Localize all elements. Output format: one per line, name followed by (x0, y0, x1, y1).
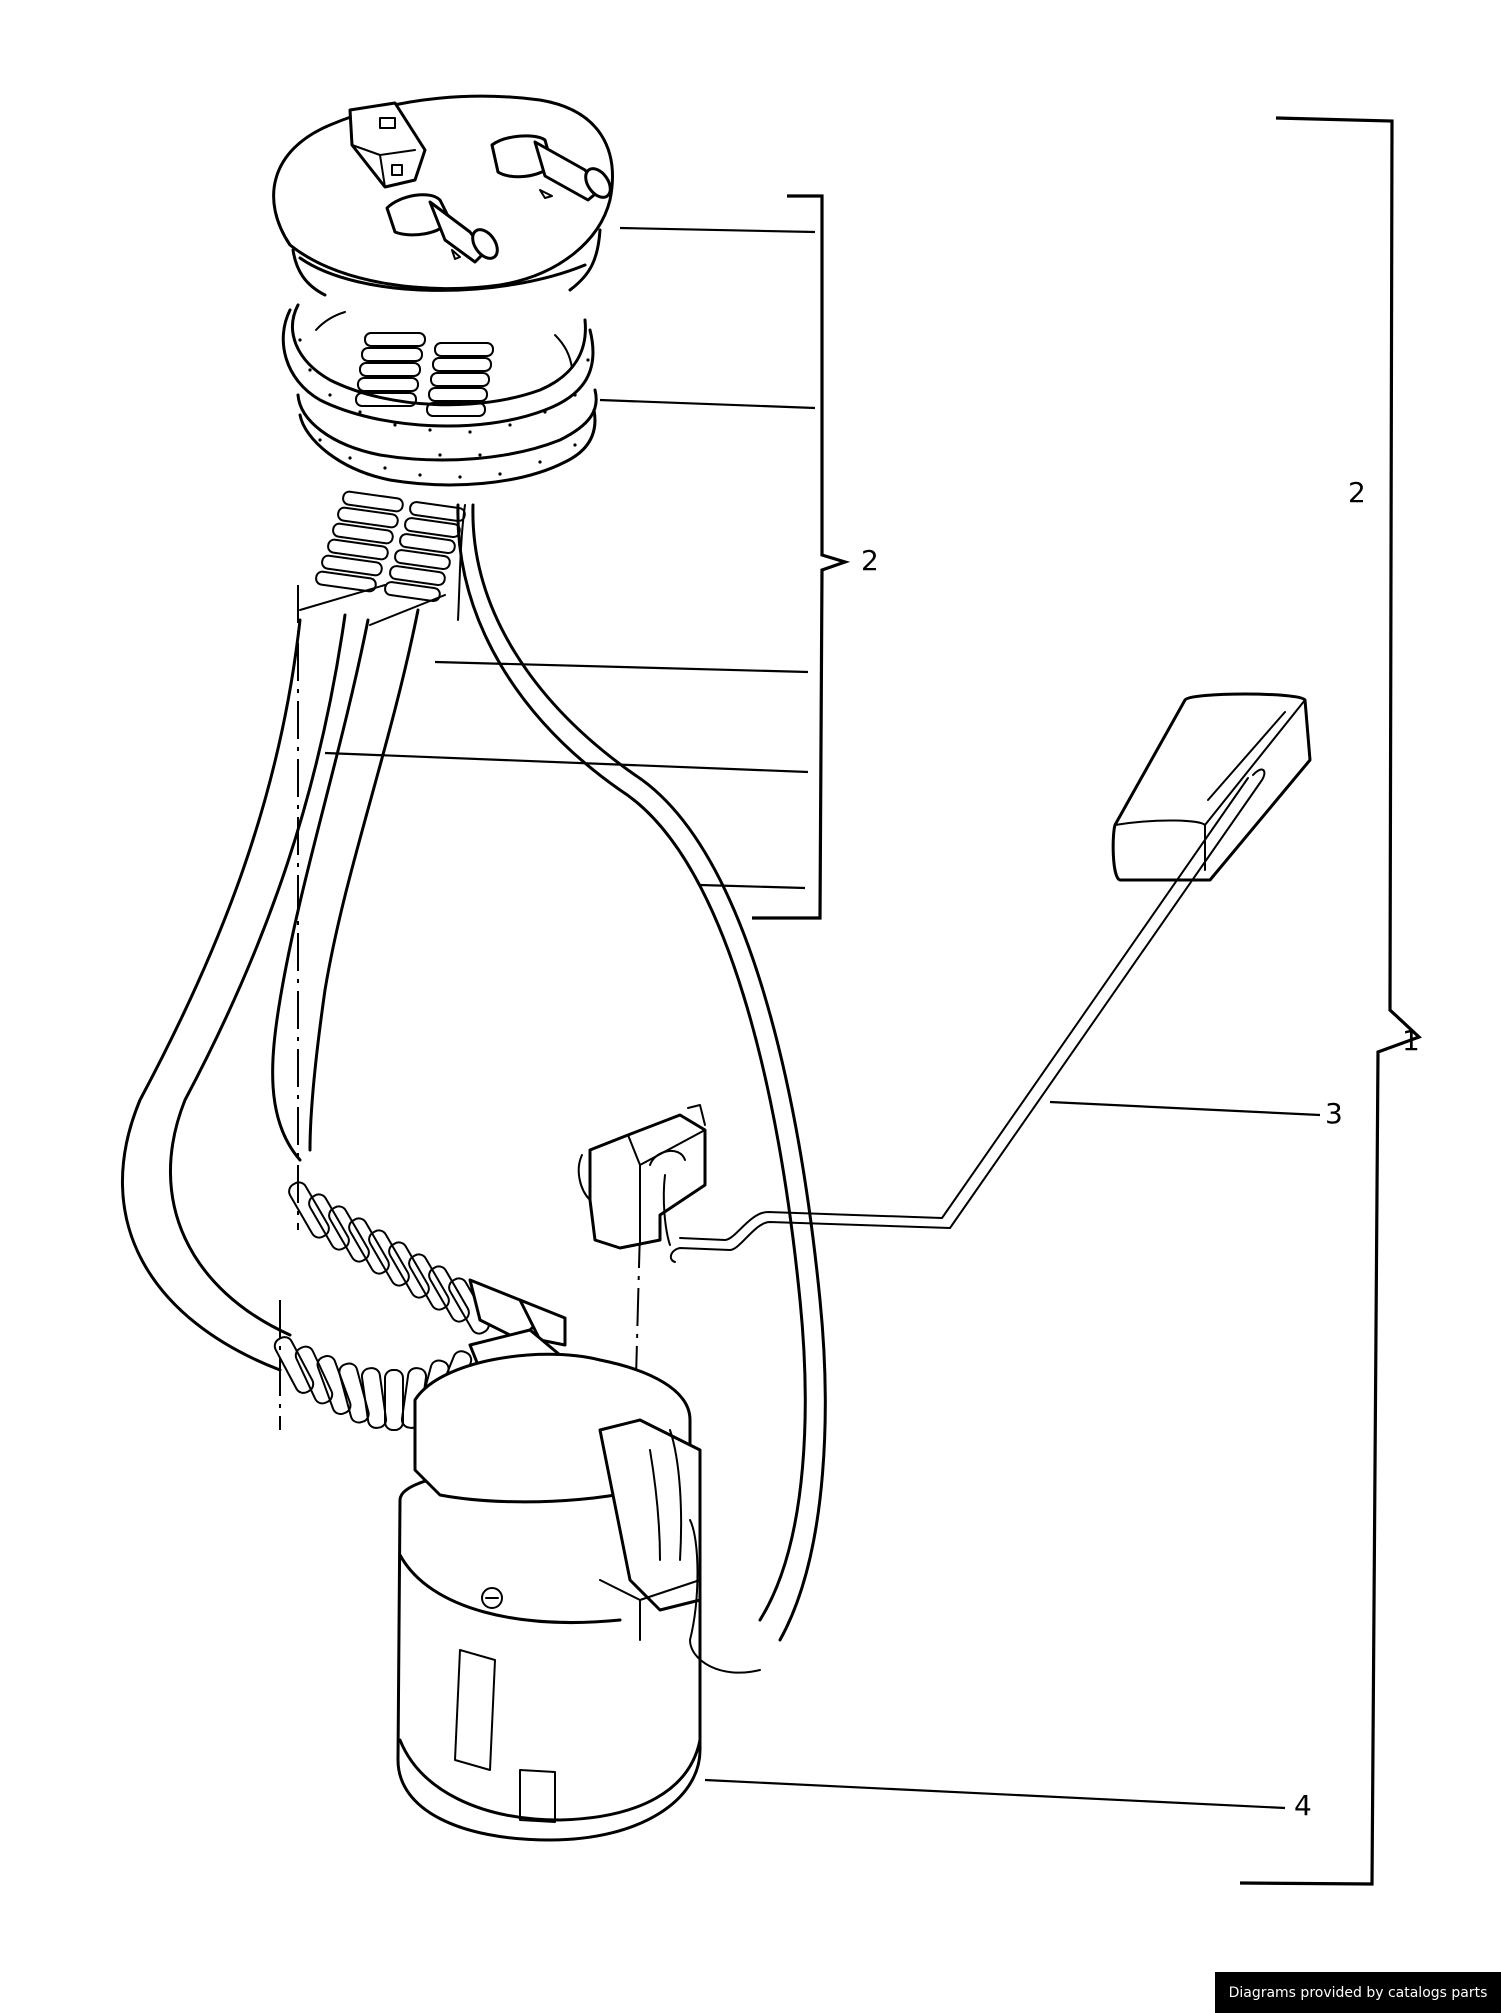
flange-cap (272, 94, 614, 297)
electrical-connector-icon (348, 101, 427, 189)
callout-label-2-group: 2 (861, 544, 879, 577)
diagram-credit-badge: Diagrams provided by catalogs parts (1215, 1972, 1501, 2013)
bracket-assembly-1 (1239, 116, 1422, 1886)
corrugated-hose-lower (299, 490, 466, 626)
corrugated-hose-upper (355, 332, 494, 417)
sender-module (577, 1104, 707, 1250)
float (1111, 692, 1312, 882)
hose-nipple-icon (385, 193, 499, 264)
callout-label-1: 1 (1402, 1024, 1420, 1057)
bracket-group-2 (752, 194, 851, 920)
pump-reservoir (396, 1352, 761, 1842)
callout-lines (324, 226, 1321, 1810)
sealing-ring (281, 303, 598, 487)
hose-lines (121, 503, 827, 1642)
hose-nipple-icon (490, 134, 612, 202)
callout-label-4: 4 (1294, 1789, 1312, 1822)
sender-arm (669, 768, 1266, 1263)
callout-label-2-top: 2 (1348, 476, 1366, 509)
callout-label-3: 3 (1325, 1097, 1343, 1130)
